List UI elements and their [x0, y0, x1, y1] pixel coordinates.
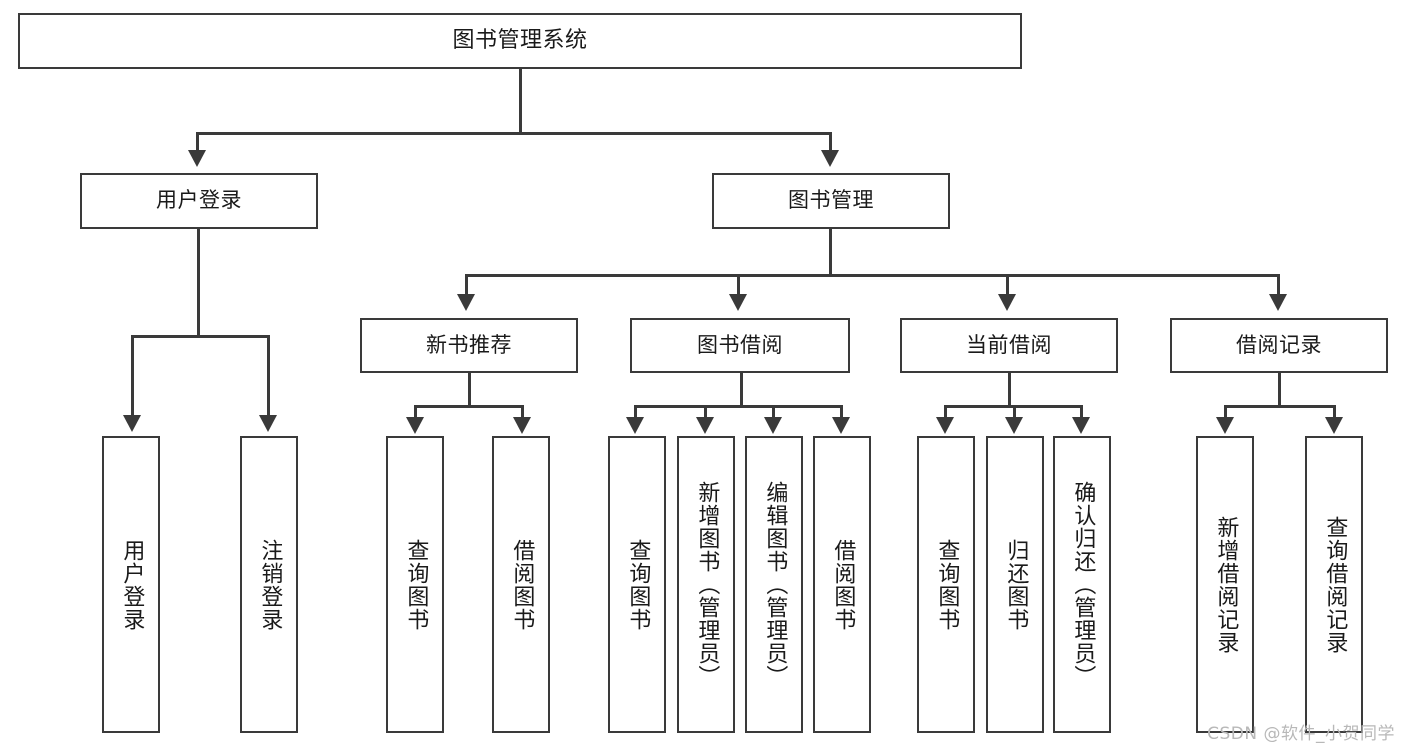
leaf-add-book-admin[interactable]: 新增图书（管理员） — [677, 436, 735, 733]
node-book-borrow[interactable]: 图书借阅 — [630, 318, 850, 373]
arrowhead-currentborrow-to-leaf1 — [936, 417, 954, 434]
connector-root-stem — [519, 69, 522, 134]
connector-bookborrow-to-leaf1 — [634, 405, 637, 419]
connector-bookmanage-to-l3-1 — [465, 274, 468, 296]
node-label: 确认归还（管理员） — [1070, 481, 1096, 688]
node-borrow-record[interactable]: 借阅记录 — [1170, 318, 1388, 373]
leaf-borrow-book-borrow[interactable]: 借阅图书 — [813, 436, 871, 733]
arrowhead-bookborrow-to-leaf3 — [764, 417, 782, 434]
node-new-book-recommend[interactable]: 新书推荐 — [360, 318, 578, 373]
connector-userlogin-to-leaf2 — [267, 335, 270, 417]
arrowhead-bookmanage-to-l3-2 — [729, 294, 747, 311]
node-label: 借阅图书 — [830, 538, 856, 631]
node-label: 图书管理系统 — [452, 27, 588, 53]
connector-bookmanage-stem — [829, 229, 832, 276]
connector-newbook-to-leaf1 — [414, 405, 417, 419]
arrowhead-bookborrow-to-leaf1 — [626, 417, 644, 434]
connector-root-bus — [196, 132, 832, 135]
connector-borrowrecord-bus — [1224, 405, 1336, 408]
leaf-query-book-borrow[interactable]: 查询图书 — [608, 436, 666, 733]
node-book-manage[interactable]: 图书管理 — [712, 173, 950, 229]
arrowhead-borrowrecord-to-leaf1 — [1216, 417, 1234, 434]
connector-bookmanage-to-l3-4 — [1277, 274, 1280, 296]
connector-userlogin-stem — [197, 229, 200, 337]
leaf-query-borrow-record[interactable]: 查询借阅记录 — [1305, 436, 1363, 733]
leaf-borrow-book-newbook[interactable]: 借阅图书 — [492, 436, 550, 733]
arrowhead-bookmanage-to-l3-1 — [457, 294, 475, 311]
node-label: 图书管理 — [788, 188, 874, 213]
leaf-query-book-current[interactable]: 查询图书 — [917, 436, 975, 733]
connector-newbook-to-leaf2 — [521, 405, 524, 419]
connector-bookborrow-stem — [740, 373, 743, 407]
connector-bookmanage-bus — [465, 274, 1280, 277]
node-label: 新增图书（管理员） — [694, 481, 720, 688]
node-label: 图书借阅 — [697, 332, 783, 357]
arrowhead-borrowrecord-to-leaf2 — [1325, 417, 1343, 434]
connector-borrowrecord-to-leaf1 — [1224, 405, 1227, 419]
arrowhead-userlogin-to-leaf2 — [259, 415, 277, 432]
node-label: 用户登录 — [156, 188, 242, 213]
connector-newbook-bus — [414, 405, 524, 408]
node-label: 编辑图书（管理员） — [762, 481, 788, 688]
node-user-login[interactable]: 用户登录 — [80, 173, 318, 229]
node-label: 用户登录 — [119, 538, 145, 631]
arrowhead-bookmanage-to-l3-4 — [1269, 294, 1287, 311]
arrowhead-currentborrow-to-leaf3 — [1072, 417, 1090, 434]
leaf-add-borrow-record[interactable]: 新增借阅记录 — [1196, 436, 1254, 733]
arrowhead-bookmanage-to-l3-3 — [998, 294, 1016, 311]
connector-currentborrow-stem — [1008, 373, 1011, 407]
node-label: 查询图书 — [403, 538, 429, 631]
arrowhead-newbook-to-leaf2 — [513, 417, 531, 434]
connector-bookmanage-to-l3-3 — [1006, 274, 1009, 296]
node-label: 新书推荐 — [426, 332, 512, 357]
csdn-watermark: CSDN @软件_小贺同学 — [1207, 724, 1395, 744]
node-label: 借阅图书 — [509, 538, 535, 631]
node-root-system[interactable]: 图书管理系统 — [18, 13, 1022, 69]
connector-bookborrow-to-leaf4 — [840, 405, 843, 419]
leaf-return-book[interactable]: 归还图书 — [986, 436, 1044, 733]
node-label: 查询图书 — [934, 538, 960, 631]
node-label: 注销登录 — [257, 538, 283, 631]
node-label: 借阅记录 — [1236, 332, 1322, 357]
connector-bookborrow-to-leaf3 — [772, 405, 775, 419]
node-label: 当前借阅 — [966, 332, 1052, 357]
node-label: 查询借阅记录 — [1322, 515, 1348, 654]
leaf-edit-book-admin[interactable]: 编辑图书（管理员） — [745, 436, 803, 733]
connector-borrowrecord-to-leaf2 — [1333, 405, 1336, 419]
leaf-query-book-newbook[interactable]: 查询图书 — [386, 436, 444, 733]
arrowhead-userlogin-to-leaf1 — [123, 415, 141, 432]
connector-currentborrow-to-leaf3 — [1080, 405, 1083, 419]
connector-bookborrow-bus — [634, 405, 843, 408]
connector-currentborrow-to-leaf2 — [1013, 405, 1016, 419]
node-label: 归还图书 — [1003, 538, 1029, 631]
leaf-logout[interactable]: 注销登录 — [240, 436, 298, 733]
arrowhead-newbook-to-leaf1 — [406, 417, 424, 434]
connector-borrowrecord-stem — [1278, 373, 1281, 407]
connector-root-to-bookmanage — [829, 132, 832, 154]
connector-userlogin-bus — [131, 335, 269, 338]
arrowhead-bookborrow-to-leaf4 — [832, 417, 850, 434]
node-label: 新增借阅记录 — [1213, 515, 1239, 654]
arrowhead-currentborrow-to-leaf2 — [1005, 417, 1023, 434]
connector-bookmanage-to-l3-2 — [737, 274, 740, 296]
connector-bookborrow-to-leaf2 — [704, 405, 707, 419]
leaf-confirm-return-admin[interactable]: 确认归还（管理员） — [1053, 436, 1111, 733]
leaf-user-login[interactable]: 用户登录 — [102, 436, 160, 733]
connector-userlogin-to-leaf1 — [131, 335, 134, 417]
connector-newbook-stem — [468, 373, 471, 407]
connector-root-to-userlogin — [196, 132, 199, 154]
node-current-borrow[interactable]: 当前借阅 — [900, 318, 1118, 373]
arrowhead-bookborrow-to-leaf2 — [696, 417, 714, 434]
arrowhead-root-to-bookmanage — [821, 150, 839, 167]
node-label: 查询图书 — [625, 538, 651, 631]
arrowhead-root-to-userlogin — [188, 150, 206, 167]
connector-currentborrow-to-leaf1 — [944, 405, 947, 419]
